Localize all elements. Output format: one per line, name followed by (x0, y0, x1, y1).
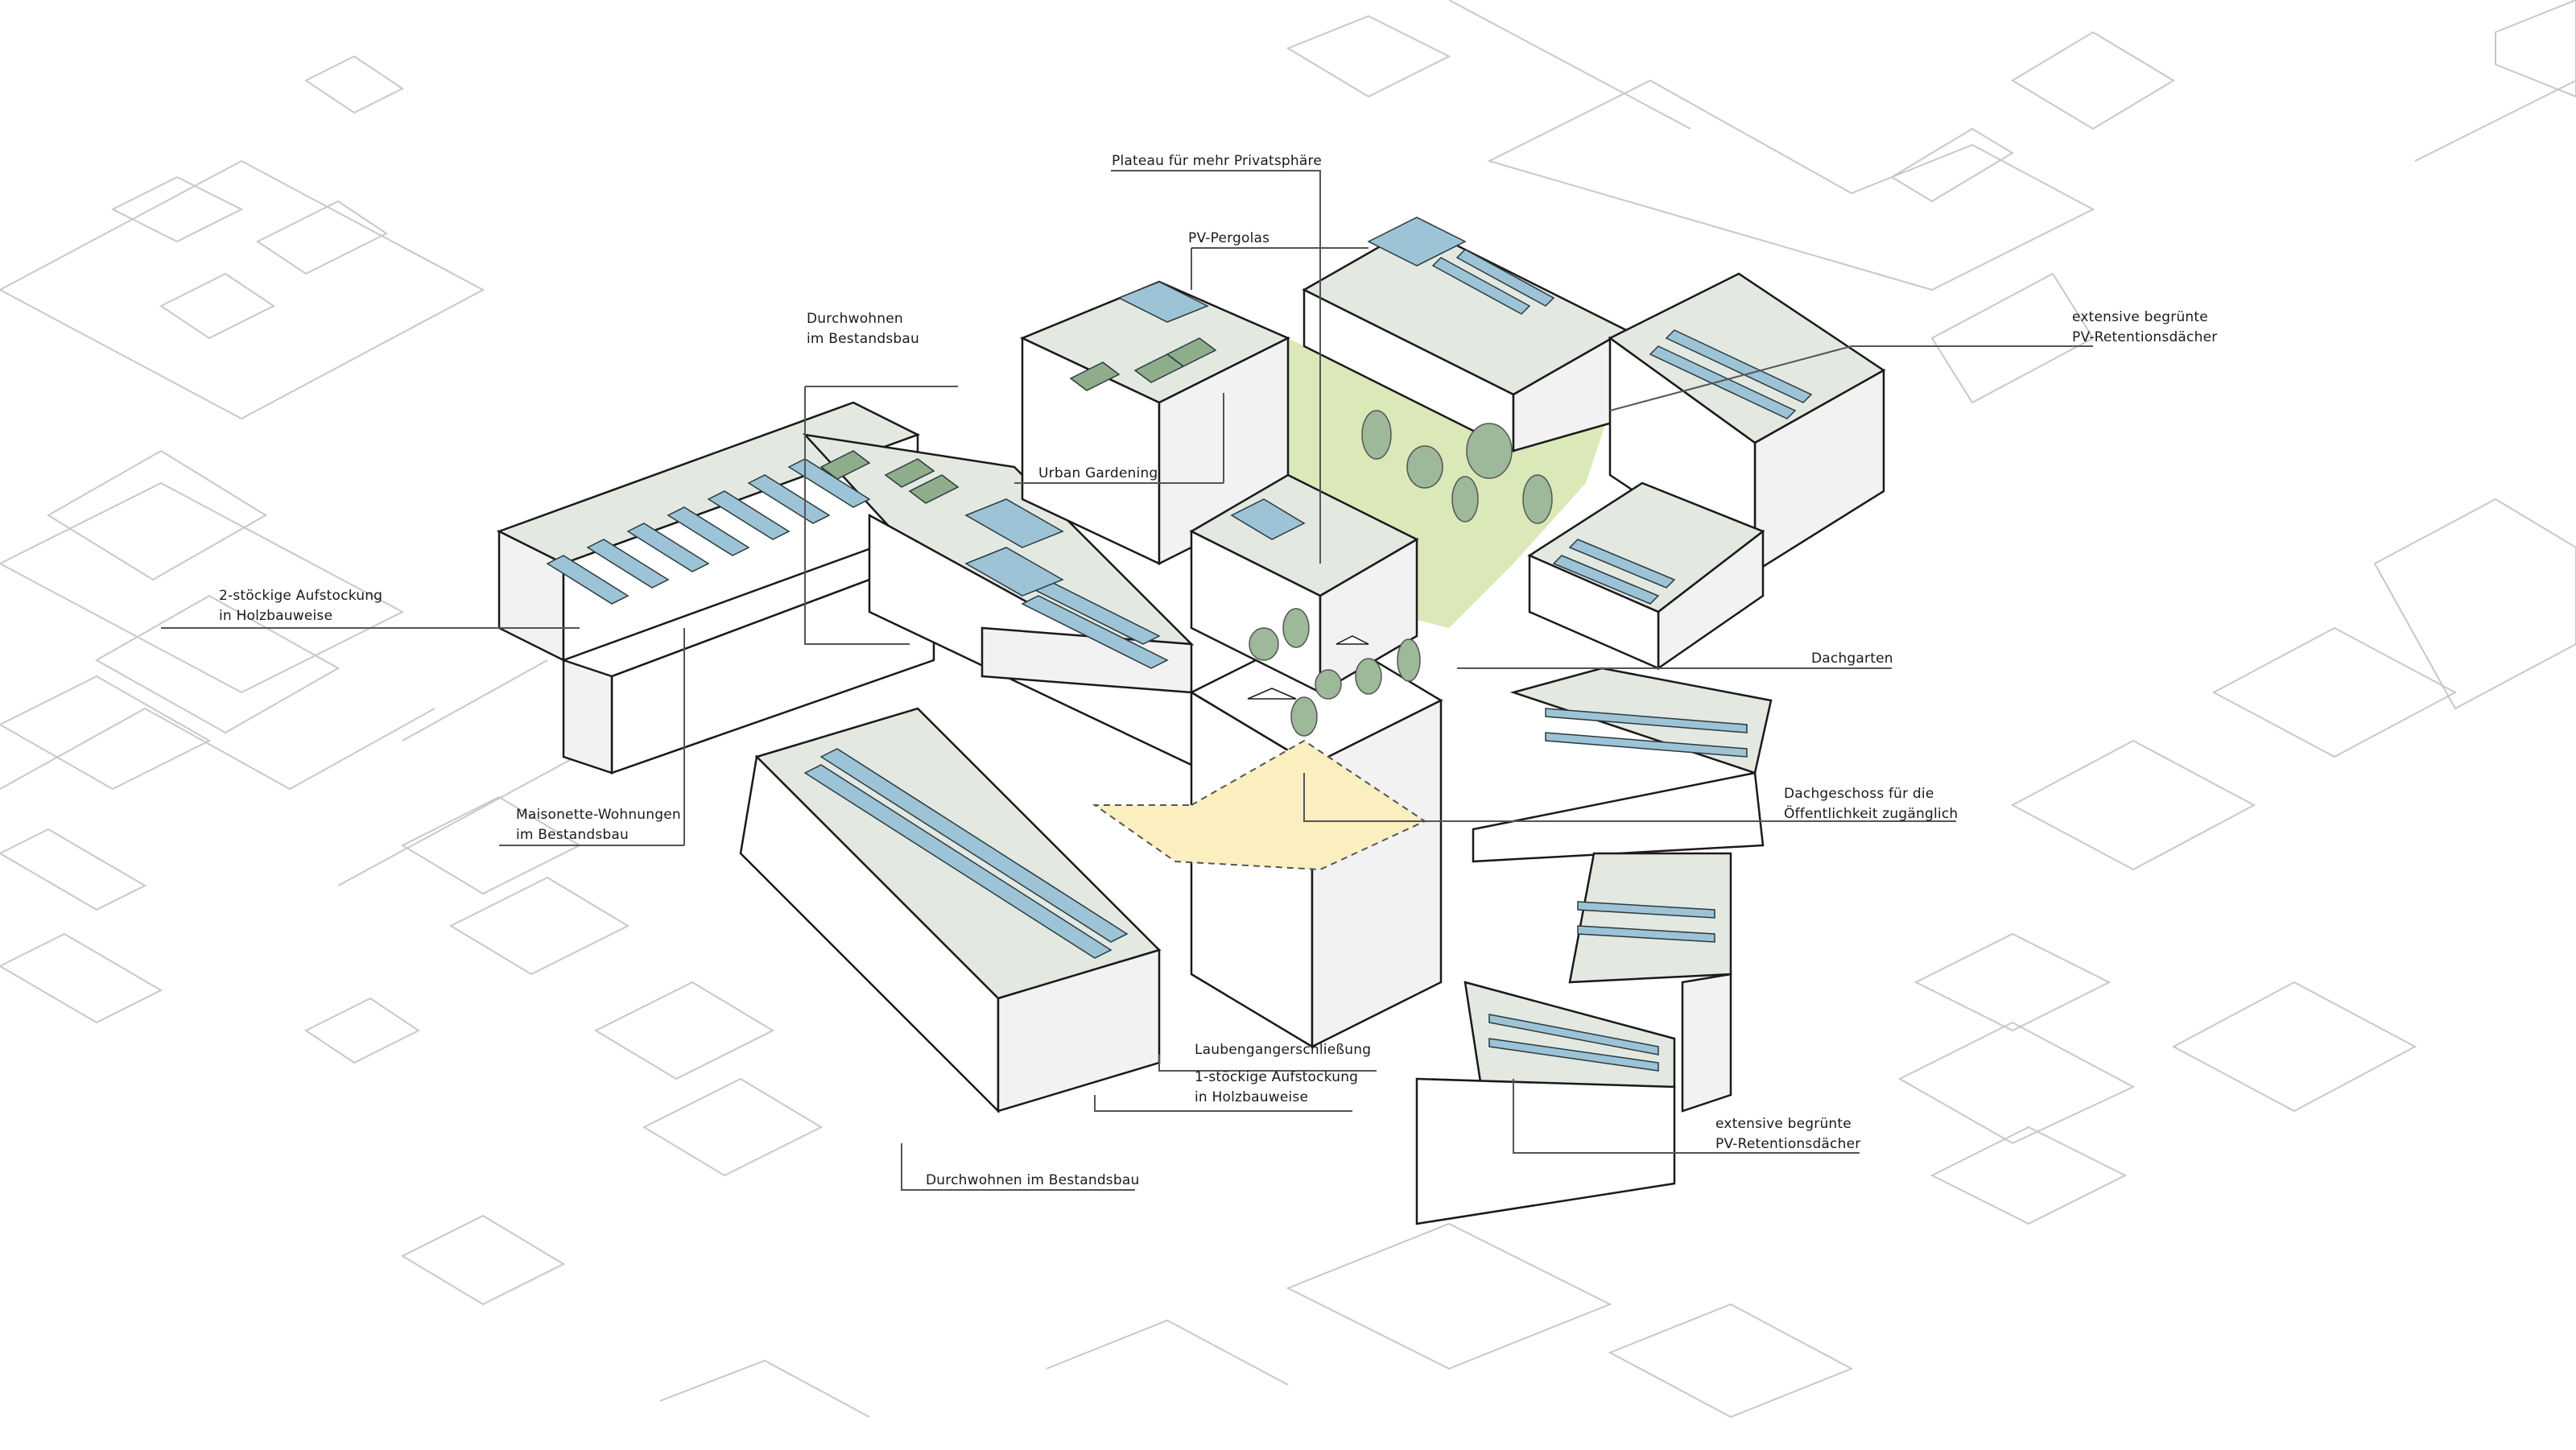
umbrellas (1247, 635, 1369, 700)
label-line: Dachgeschoss für die (1784, 786, 1934, 802)
label-line: PV-Retentionsdächer (1715, 1136, 1861, 1152)
label-line: Öffentlichkeit zugänglich (1784, 806, 1959, 822)
label-line: PV-Pergolas (1188, 230, 1270, 246)
label-urban-gardening: Urban Gardening (1038, 464, 1158, 484)
building-j (1472, 667, 1773, 863)
context-buildings (0, 0, 2576, 1419)
label-aufstockung-2: 2-stöckige Aufstockung in Holzbauweise (219, 586, 382, 626)
pv-panels (546, 217, 1813, 1072)
building-g (1302, 224, 1629, 453)
label-line: im Bestandsbau (807, 331, 919, 347)
leader-lines (161, 170, 2093, 1191)
label-plateau: Plateau für mehr Privatsphäre (1112, 151, 1322, 171)
label-line: Urban Gardening (1038, 465, 1158, 481)
public-area (1092, 739, 1427, 871)
label-line: Maisonette-Wohnungen (516, 807, 681, 823)
label-line: PV-Retentionsdächer (2072, 329, 2218, 345)
label-line: im Bestandsbau (516, 827, 629, 843)
label-line: Durchwohnen im Bestandsbau (926, 1172, 1140, 1188)
label-retention-bottom: extensive begrünte PV-Retentionsdächer (1715, 1114, 1860, 1155)
label-aufstockung-1: 1-stöckige Aufstockung in Holzbauweise (1195, 1068, 1358, 1108)
label-line: extensive begrünte (1715, 1116, 1852, 1132)
label-line: Laubengangerschließung (1195, 1042, 1372, 1058)
label-line: in Holzbauweise (1195, 1089, 1309, 1105)
label-line: Durchwohnen (807, 311, 903, 327)
label-dachgeschoss: Dachgeschoss für die Öffentlichkeit zugä… (1784, 784, 1958, 824)
trees (1249, 410, 1553, 737)
label-durchwohnen-top: Durchwohnen im Bestandsbau (807, 309, 919, 349)
label-durchwohnen-bottom: Durchwohnen im Bestandsbau (926, 1171, 1139, 1191)
label-pv-pergolas: PV-Pergolas (1188, 229, 1269, 249)
label-line: 1-stöckige Aufstockung (1195, 1069, 1359, 1085)
label-retention-top: extensive begrünte PV-Retentionsdächer (2072, 308, 2217, 348)
building-l (1415, 981, 1676, 1225)
building-k (1568, 852, 1732, 1113)
label-dachgarten: Dachgarten (1811, 649, 1893, 669)
label-line: in Holzbauweise (219, 608, 333, 624)
building-f (1189, 473, 1419, 695)
label-line: Plateau für mehr Privatsphäre (1112, 153, 1322, 169)
building-i (1527, 481, 1765, 671)
label-laubengang: Laubengangerschließung (1195, 1040, 1371, 1060)
label-maisonette: Maisonette-Wohnungen im Bestandsbau (516, 805, 681, 845)
garden-beds (819, 337, 1217, 504)
label-line: 2-stöckige Aufstockung (219, 588, 383, 604)
label-line: extensive begrünte (2072, 309, 2208, 325)
building-c (739, 707, 1162, 1114)
label-line: Dachgarten (1811, 651, 1893, 667)
